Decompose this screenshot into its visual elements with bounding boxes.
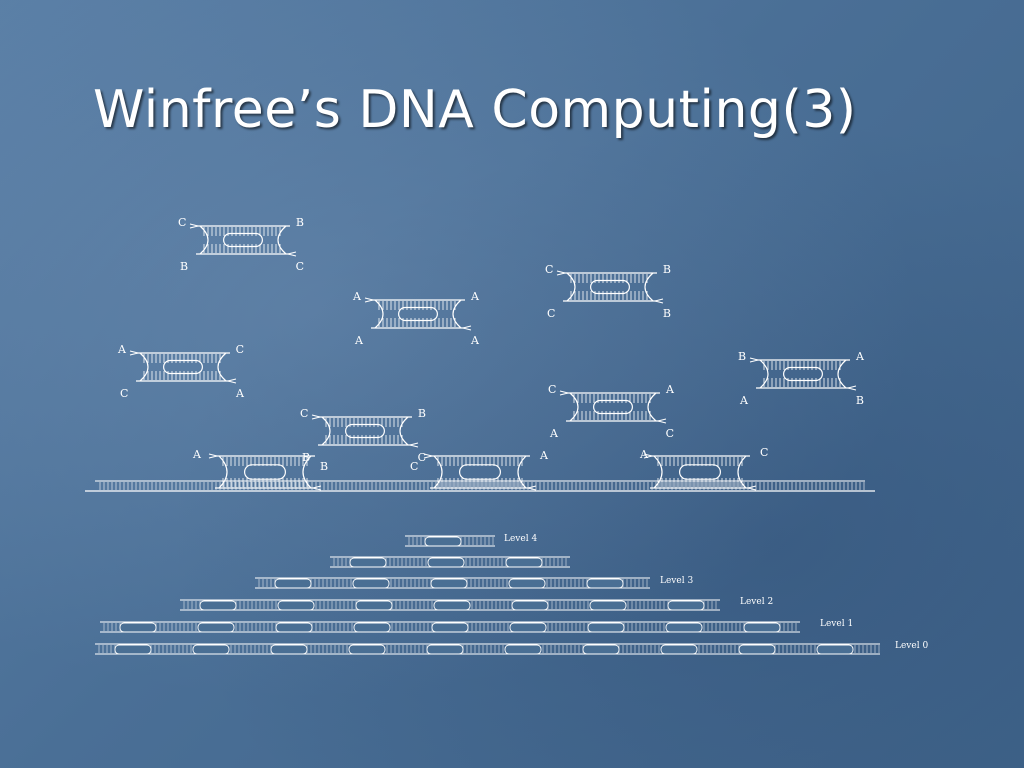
pyramid-layer: Level 4 Level 3 Level 2 Level 1 Level 0 [95,534,928,655]
level-label: Level 0 [895,641,928,651]
assembly-label: C [410,460,418,473]
tile-sticky-end-label: C [236,343,244,356]
tile-sticky-end-label: C [178,216,186,229]
level-label: Level 3 [660,576,693,586]
tile-sticky-end-label: C [545,263,553,276]
tile-sticky-end-label: C [296,260,304,273]
assembly-label: A [192,448,202,461]
tile-sticky-end-label: C [300,407,308,420]
tile-sticky-end-label: A [549,427,559,440]
slide-title: Winfree’s DNA Computing(3) [93,80,857,140]
tile-sticky-end-label: B [302,451,310,464]
tile-sticky-end-label: B [663,307,671,320]
tile-sticky-end-label: B [738,350,746,363]
pyramid-row-4 [100,621,800,633]
pyramid-row-5 [95,643,880,655]
dna-tile-7 [311,414,419,448]
level-label: Level 1 [820,619,853,629]
assembly-label: B [320,460,328,473]
tile-sticky-end-label: B [180,260,188,273]
dna-tile-6 [559,390,667,424]
dna-tile-3 [364,297,472,331]
tile-sticky-end-label: C [666,427,674,440]
tile-sticky-end-label: B [418,407,426,420]
pyramid-row-2 [255,577,650,589]
pyramid-row-3 [180,599,720,611]
dna-tile-2 [556,270,664,304]
assembly-tile-2 [423,453,537,491]
tile-sticky-end-label: A [117,343,127,356]
tile-sticky-end-label: C [547,307,555,320]
assembly-label: A [539,449,549,462]
dna-tile-1 [189,223,297,257]
tile-sticky-end-label: B [856,394,864,407]
tile-sticky-end-label: A [354,334,364,347]
tile-sticky-end-label: C [548,383,556,396]
pyramid-row-0 [405,535,495,547]
assembly-tile-1 [208,453,322,491]
tile-sticky-end-label: A [235,387,245,400]
tile-sticky-end-label: B [663,263,671,276]
tile-sticky-end-label: A [739,394,749,407]
dna-tile-4 [129,350,237,384]
dna-tile-5 [749,357,857,391]
assembly-tile-3 [643,453,757,491]
assembly-label: A [639,448,649,461]
tile-sticky-end-label: B [296,216,304,229]
tile-sticky-end-label: A [855,350,865,363]
assembly-row [85,480,875,492]
tile-sticky-end-label: A [470,290,480,303]
assembly-label: C [760,446,768,459]
assembly-layer: A B C A A C [85,446,875,492]
level-label: Level 4 [504,534,537,544]
tile-sticky-end-label: C [418,451,426,464]
tile-sticky-end-label: A [470,334,480,347]
tile-sticky-end-label: C [120,387,128,400]
pyramid-row-1 [330,556,570,568]
tile-sticky-end-label: A [665,383,675,396]
level-label: Level 2 [740,597,773,607]
tile-sticky-end-label: A [352,290,362,303]
